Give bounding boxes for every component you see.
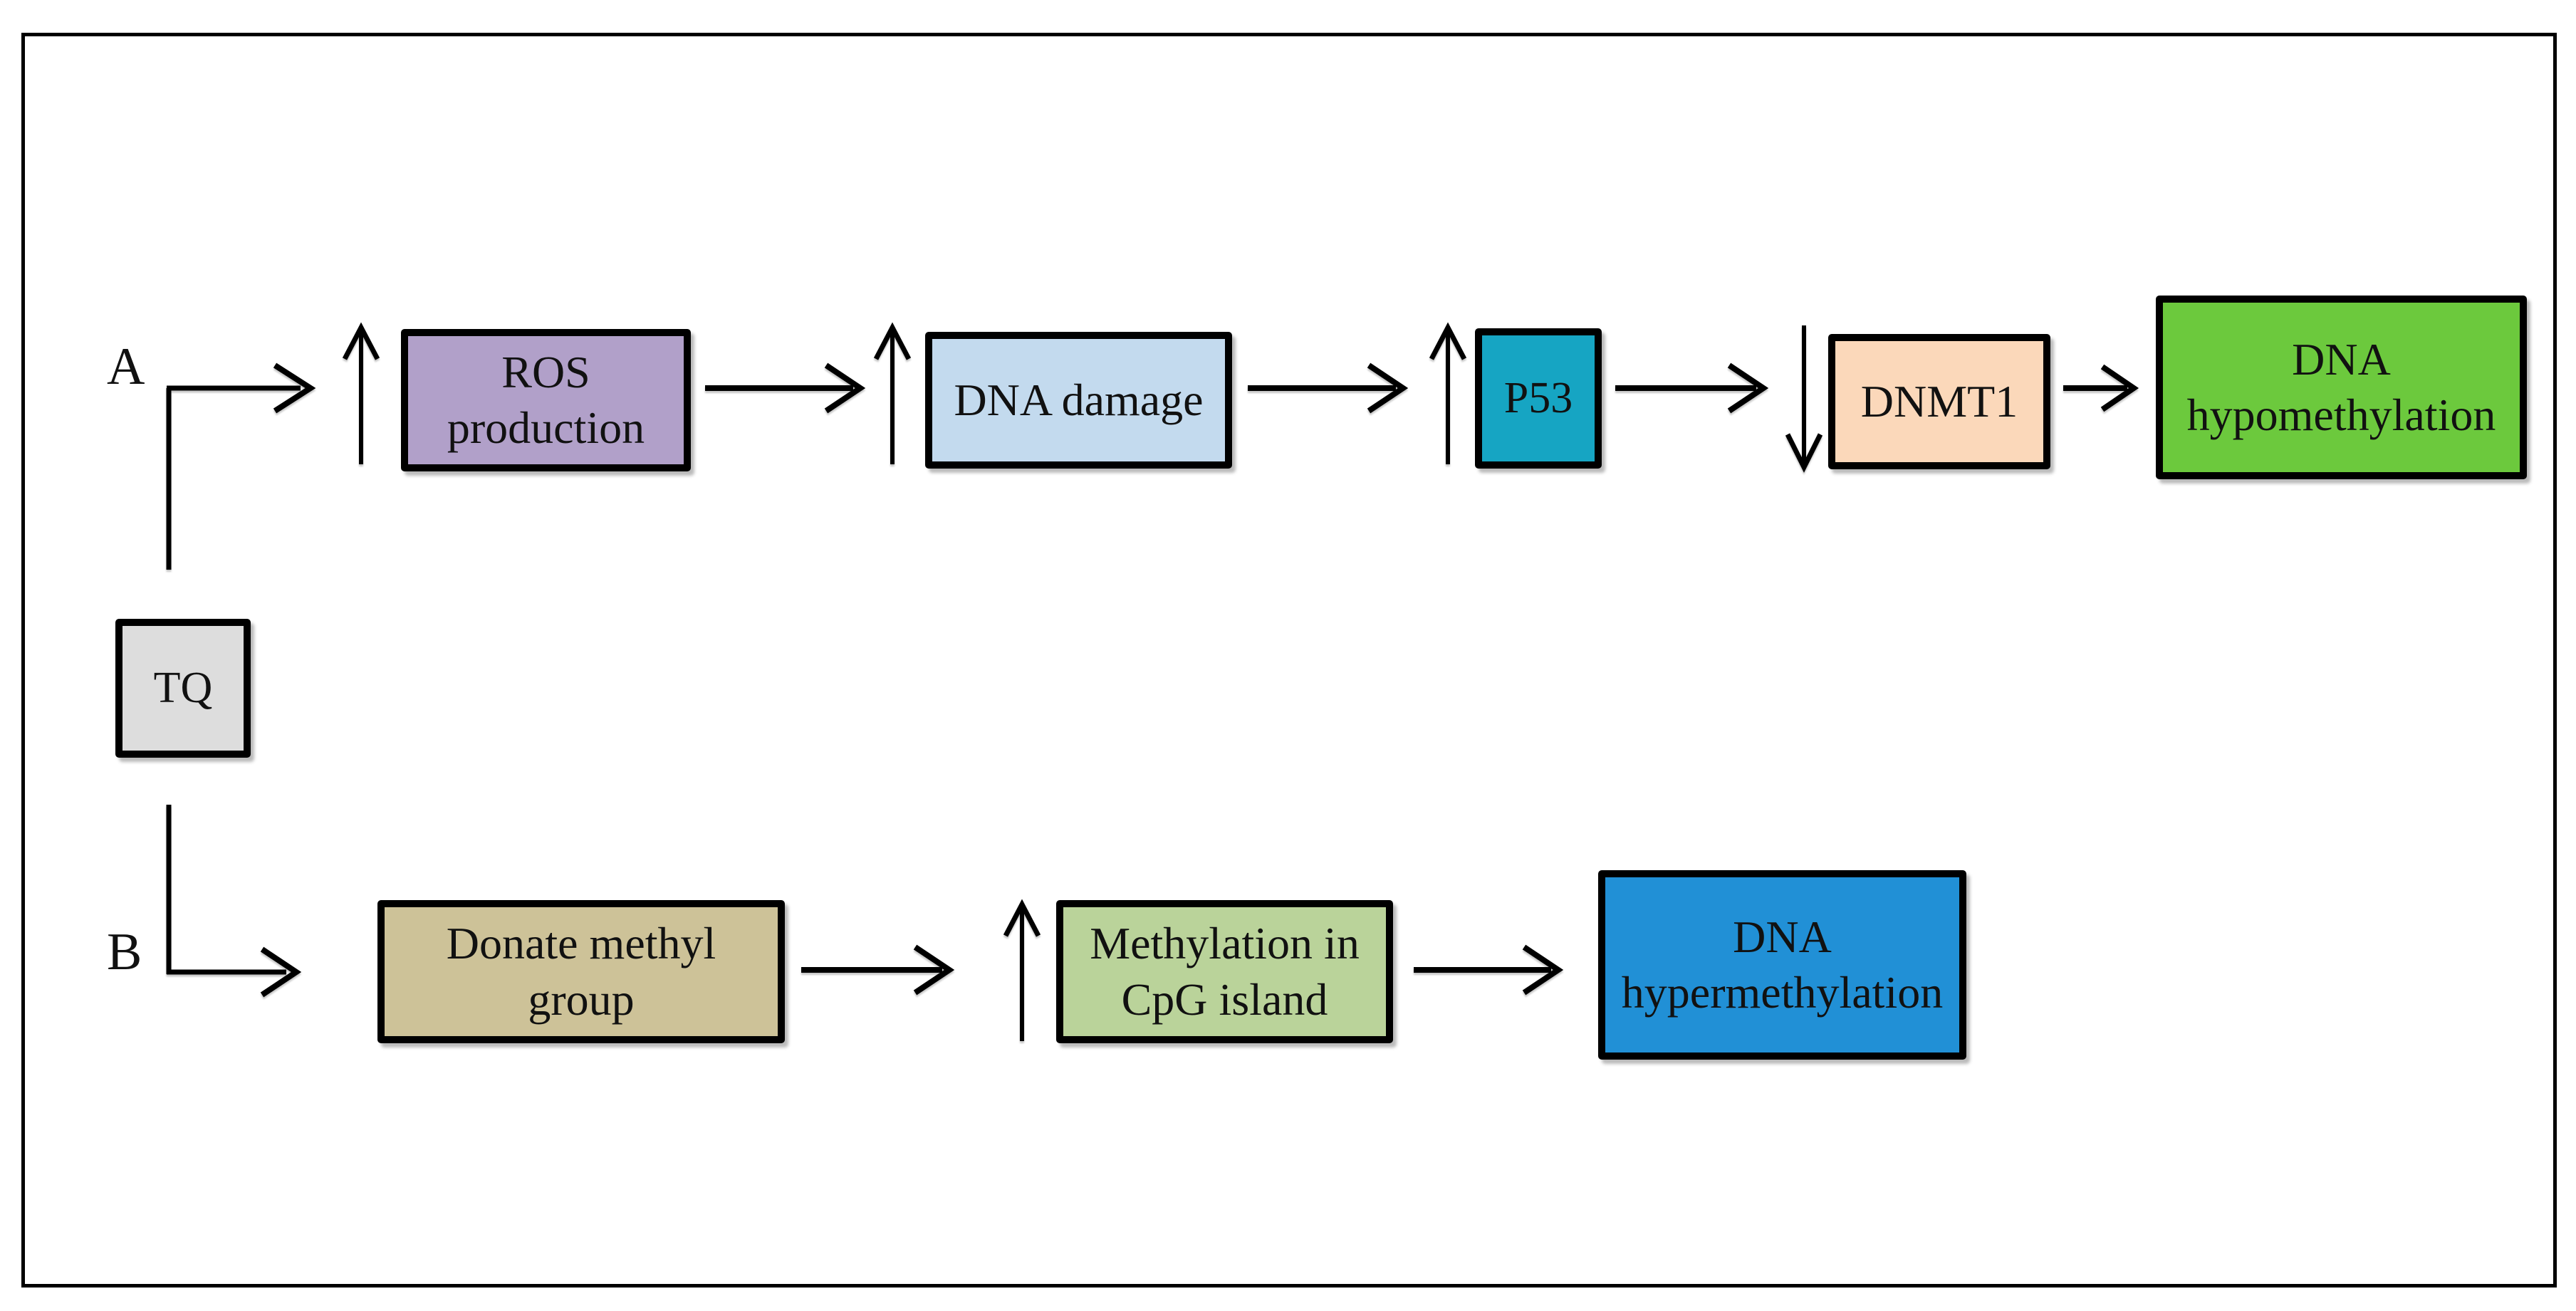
arrow-up-icon <box>873 322 912 464</box>
node-dna-hypermethylation-label: DNA hypermethylation <box>1621 911 1944 1018</box>
node-dnmt1-label: DNMT1 <box>1860 375 2018 427</box>
elbow-arrow-b-icon <box>166 805 302 998</box>
figure-frame <box>21 33 2557 1288</box>
node-dna-damage: DNA damage <box>925 332 1232 469</box>
node-ros-production-label: ROS production <box>447 346 645 453</box>
arrow-right-icon <box>1248 362 1409 414</box>
branch-b-label: B <box>107 923 142 981</box>
arrow-right-icon <box>2063 364 2139 412</box>
arrow-up-icon <box>1429 322 1467 464</box>
branch-a-label: A <box>107 338 145 396</box>
node-dnmt1: DNMT1 <box>1828 334 2050 469</box>
arrow-down-icon <box>1785 325 1823 473</box>
elbow-arrow-a-icon <box>166 362 316 570</box>
node-dna-hypomethylation-label: DNA hypomethylation <box>2186 333 2496 440</box>
arrow-right-icon <box>1615 362 1769 414</box>
arrow-right-icon <box>801 944 955 996</box>
node-tq-label: TQ <box>153 663 213 712</box>
node-cpg-methylation-label: Methylation in CpG island <box>1090 918 1360 1025</box>
node-donate-methyl-group: Donate methyl group <box>377 900 785 1043</box>
arrow-up-icon <box>1003 899 1041 1041</box>
node-dna-hypermethylation: DNA hypermethylation <box>1598 870 1966 1060</box>
arrow-right-icon <box>1414 944 1564 996</box>
arrow-up-icon <box>342 322 380 464</box>
node-p53-label: P53 <box>1503 373 1573 422</box>
node-dna-hypomethylation: DNA hypomethylation <box>2156 296 2527 479</box>
node-cpg-methylation: Methylation in CpG island <box>1056 900 1393 1043</box>
node-donate-methyl-group-label: Donate methyl group <box>446 918 716 1025</box>
arrow-right-icon <box>705 362 866 414</box>
node-ros-production: ROS production <box>401 329 691 471</box>
node-p53: P53 <box>1475 328 1602 469</box>
node-tq: TQ <box>115 619 251 758</box>
node-dna-damage-label: DNA damage <box>954 374 1204 425</box>
